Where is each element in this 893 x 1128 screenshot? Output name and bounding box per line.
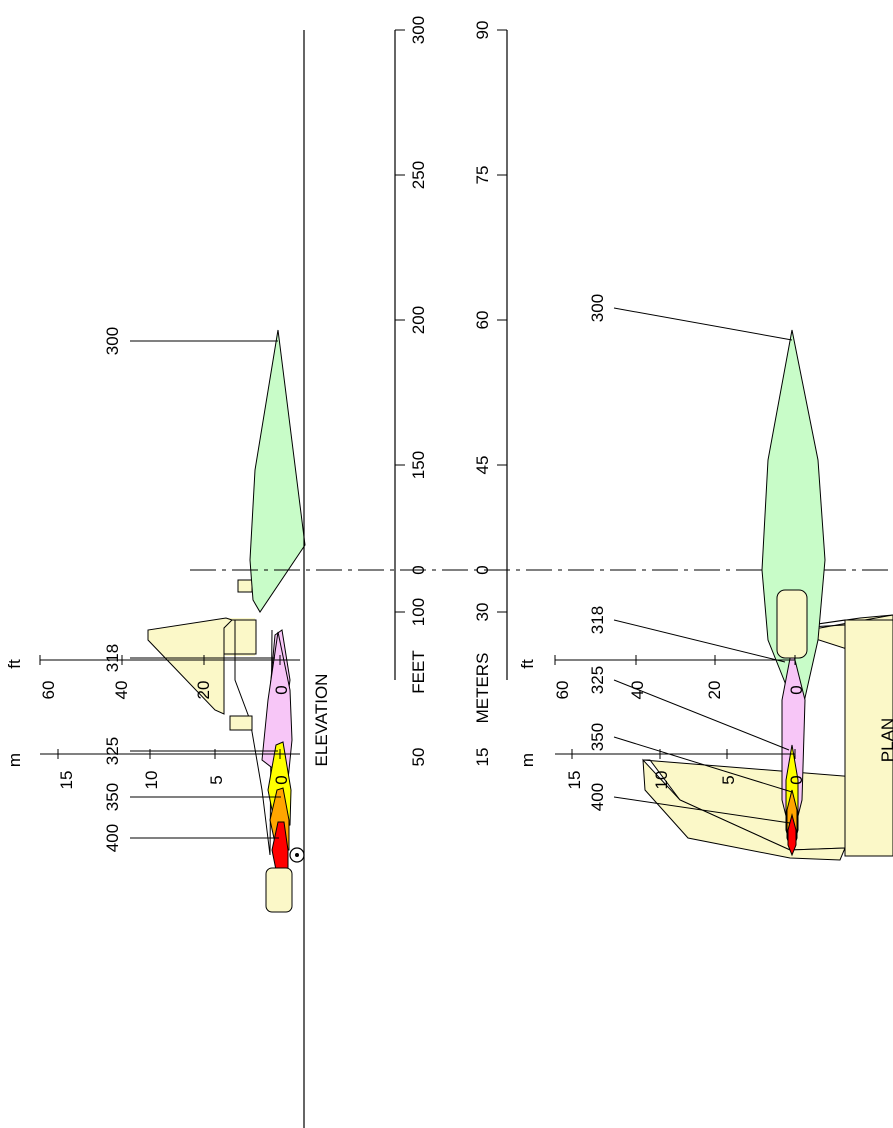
elevation-ft-tick-0: 0 — [272, 685, 291, 694]
elevation-ft-tick-60: 60 — [39, 681, 58, 700]
plan-ft-tick-0: 0 — [787, 685, 806, 694]
elevation-view: 300 318 325 350 400 ELEVATION ft 60 40 2… — [5, 30, 331, 1128]
elevation-m-unit: m — [5, 753, 24, 767]
plan-ft-tick-20: 20 — [705, 681, 724, 700]
elevation-label-325: 325 — [103, 737, 122, 765]
plan-engine — [776, 589, 808, 659]
feet-unit-label: FEET — [409, 650, 428, 693]
elevation-window-pair — [237, 579, 253, 593]
elevation-label-318: 318 — [103, 644, 122, 672]
elevation-gear-dot — [295, 853, 299, 857]
plan-label-400: 400 — [588, 783, 607, 811]
elevation-m-tick-15: 15 — [57, 771, 76, 790]
feet-tick-50: 50 — [409, 748, 428, 767]
plan-height-scale-ft: ft 60 40 20 0 — [518, 655, 806, 699]
plan-m-tick-0: 0 — [787, 775, 806, 784]
feet-tick-200: 200 — [409, 306, 428, 334]
feet-tick-150: 150 — [409, 451, 428, 479]
meter-tick-90: 90 — [473, 21, 492, 40]
elevation-label-300: 300 — [103, 327, 122, 355]
plan-contour-400 — [787, 813, 797, 857]
elevation-height-scale-ft: ft 60 40 20 0 — [5, 655, 300, 699]
plan-view: 300 318 325 350 400 PLAN ft 60 40 20 0 m… — [518, 294, 893, 861]
plan-leader-400 — [613, 796, 791, 824]
elevation-tail-fin — [147, 617, 233, 715]
meter-tick-45: 45 — [473, 456, 492, 475]
plan-leader-300 — [613, 307, 793, 341]
elevation-contour-300 — [249, 329, 306, 613]
elevation-m-tick-5: 5 — [207, 775, 226, 784]
plan-leader-325 — [613, 679, 790, 751]
plan-height-scale-m: m 15 10 5 0 — [518, 749, 806, 789]
elevation-m-tick-10: 10 — [142, 771, 161, 790]
elevation-ft-tick-40: 40 — [112, 681, 131, 700]
plan-label-350: 350 — [588, 723, 607, 751]
elevation-ft-unit: ft — [5, 659, 24, 669]
meter-tick-0: 0 — [473, 565, 492, 574]
plan-label-318: 318 — [588, 606, 607, 634]
elevation-door — [229, 715, 253, 731]
plan-left-wing — [642, 758, 846, 861]
elevation-height-scale-m: m 15 10 5 0 — [5, 749, 300, 789]
elevation-fuselage — [222, 619, 257, 655]
distance-scale: 300 250 200 150 100 50 0 FEET 90 75 60 4… — [394, 16, 508, 767]
feet-tick-300: 300 — [409, 16, 428, 44]
meter-tick-60: 60 — [473, 311, 492, 330]
plan-ft-unit: ft — [518, 659, 537, 669]
elevation-label-350: 350 — [103, 783, 122, 811]
plan-leader-350 — [613, 736, 793, 793]
meter-tick-15: 15 — [473, 748, 492, 767]
feet-tick-100: 100 — [409, 598, 428, 626]
elevation-title: ELEVATION — [312, 674, 331, 767]
plan-fuselage — [844, 619, 893, 857]
plan-ft-tick-60: 60 — [553, 681, 572, 700]
plan-m-tick-15: 15 — [565, 771, 584, 790]
meter-ticks: 90 75 60 45 30 15 0 METERS — [473, 21, 507, 767]
elevation-label-400: 400 — [103, 824, 122, 852]
plan-leader-318 — [613, 619, 786, 663]
feet-tick-250: 250 — [409, 161, 428, 189]
plan-m-tick-5: 5 — [719, 775, 738, 784]
meter-tick-75: 75 — [473, 166, 492, 185]
elevation-m-tick-0: 0 — [272, 775, 291, 784]
plan-label-300: 300 — [588, 294, 607, 322]
meters-unit-label: METERS — [473, 653, 492, 724]
plan-m-tick-10: 10 — [652, 771, 671, 790]
elevation-ft-tick-20: 20 — [194, 681, 213, 700]
plan-title: PLAN — [878, 718, 893, 762]
plan-m-unit: m — [518, 753, 537, 767]
elevation-engine — [265, 867, 293, 913]
meter-tick-30: 30 — [473, 603, 492, 622]
plan-label-325: 325 — [588, 666, 607, 694]
feet-ticks: 300 250 200 150 100 50 0 FEET — [395, 16, 428, 767]
plan-ft-tick-40: 40 — [628, 681, 647, 700]
